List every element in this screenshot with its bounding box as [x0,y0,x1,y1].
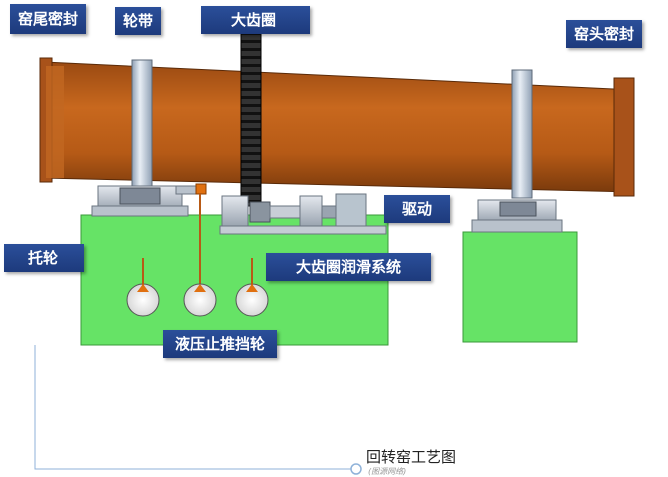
foundation-right [462,231,578,343]
label-hydraulic-thrust-roller: 液压止推挡轮 [163,330,278,358]
drive-train [219,193,387,235]
label-drive: 驱动 [384,195,451,223]
caption-source: (图源网络) [368,467,407,476]
gauges [126,258,269,317]
label-kiln-head-seal: 窑头密封 [566,20,643,48]
label-tire: 轮带 [115,7,162,35]
label-support-roller: 托轮 [4,244,85,272]
kiln-shell [39,57,635,197]
tire-left [131,59,153,191]
support-roller-right [471,199,563,233]
hydraulic-thrust-roller [175,183,207,290]
girth-gear [240,27,262,207]
tire-right [511,69,533,199]
support-roller-left [91,185,189,217]
caption-leader [34,345,362,475]
caption-title: 回转窑工艺图 [366,448,457,466]
label-girth-gear: 大齿圈 [201,6,311,34]
label-kiln-tail-seal: 窑尾密封 [10,4,86,34]
label-gear-lubrication: 大齿圈润滑系统 [266,253,432,281]
